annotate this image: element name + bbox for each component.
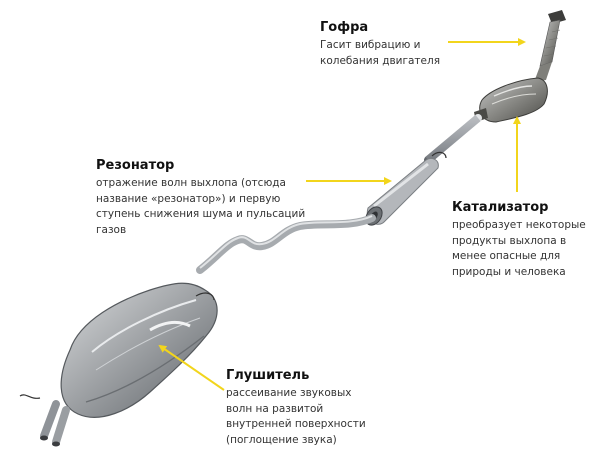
label-description: рассеивание звуковых волн на развитой вн… (226, 387, 366, 446)
label-description: преобразует некоторые продукты выхлопа в… (452, 219, 586, 278)
label-description: отражение волн выхлопа (отсюда название … (96, 177, 306, 236)
label-rezonator: Резонатор отражение волн выхлопа (отсюда… (96, 158, 305, 238)
label-title: Глушитель (226, 368, 310, 383)
pipe-s-bend (196, 214, 376, 274)
label-gofra: Гофра Гасит вибрацию и колебания двигате… (320, 20, 440, 69)
muffler-part (19, 282, 218, 447)
label-glushitel: Глушитель рассеивание звуковых волн на р… (226, 368, 366, 448)
label-katalizator: Катализатор преобразует некоторые продук… (452, 200, 586, 280)
label-title: Резонатор (96, 158, 175, 173)
arrow-glushitel (158, 344, 225, 391)
catalytic-converter-part (474, 77, 548, 123)
label-title: Катализатор (452, 200, 549, 215)
label-description: Гасит вибрацию и колебания двигателя (320, 39, 441, 67)
flex-pipe-part (534, 10, 566, 82)
label-title: Гофра (320, 20, 369, 35)
